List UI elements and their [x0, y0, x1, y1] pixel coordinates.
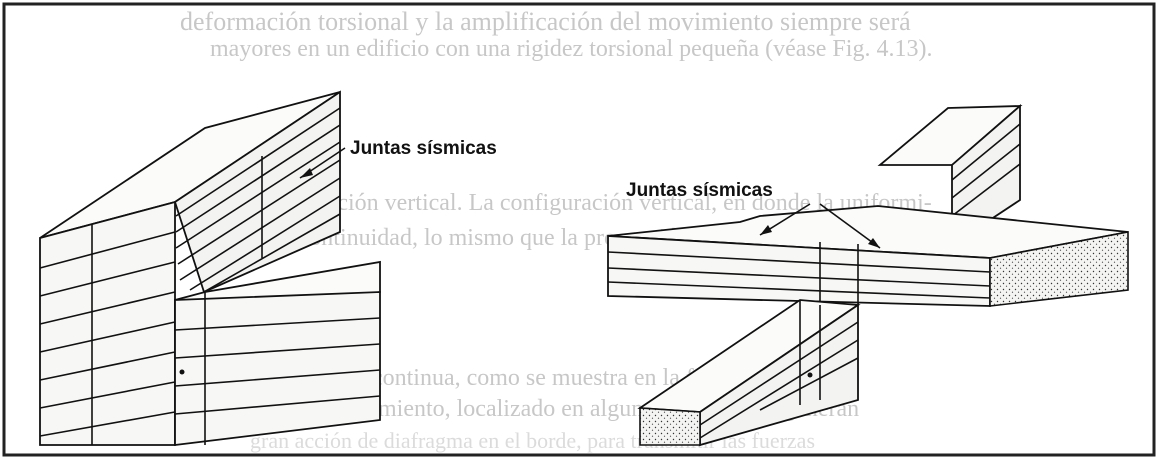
right-label-arrow-2: [819, 203, 881, 249]
left-tower-front: [39, 200, 176, 446]
left-tower-floor-lines: [175, 107, 341, 293]
right-main-floor-lines: [607, 242, 991, 305]
bleed-line-1: deformación torsional y la amplificación…: [180, 7, 911, 36]
right-slab-cut-end: [989, 231, 1129, 307]
right-wing-cut-end: [639, 407, 701, 446]
left-label-group: Juntas sísmicas: [299, 138, 497, 179]
bleed-line-2: mayores en un edificio con una rigidez t…: [210, 36, 932, 62]
left-building: [39, 90, 381, 447]
right-rear-floor-lines: [951, 123, 1021, 217]
right-joint-label: Juntas sísmicas: [626, 180, 773, 201]
left-joint-label: Juntas sísmicas: [350, 138, 497, 159]
left-lowwing-floor-lines: [174, 292, 381, 445]
left-lowwing-front: [174, 291, 381, 447]
left-front-floor-lines: [39, 224, 176, 445]
right-building: [607, 104, 1129, 447]
right-front-wing-floor-lines: [699, 300, 859, 439]
left-tower-side: [173, 90, 341, 294]
right-label-group: Juntas sísmicas: [626, 180, 881, 249]
